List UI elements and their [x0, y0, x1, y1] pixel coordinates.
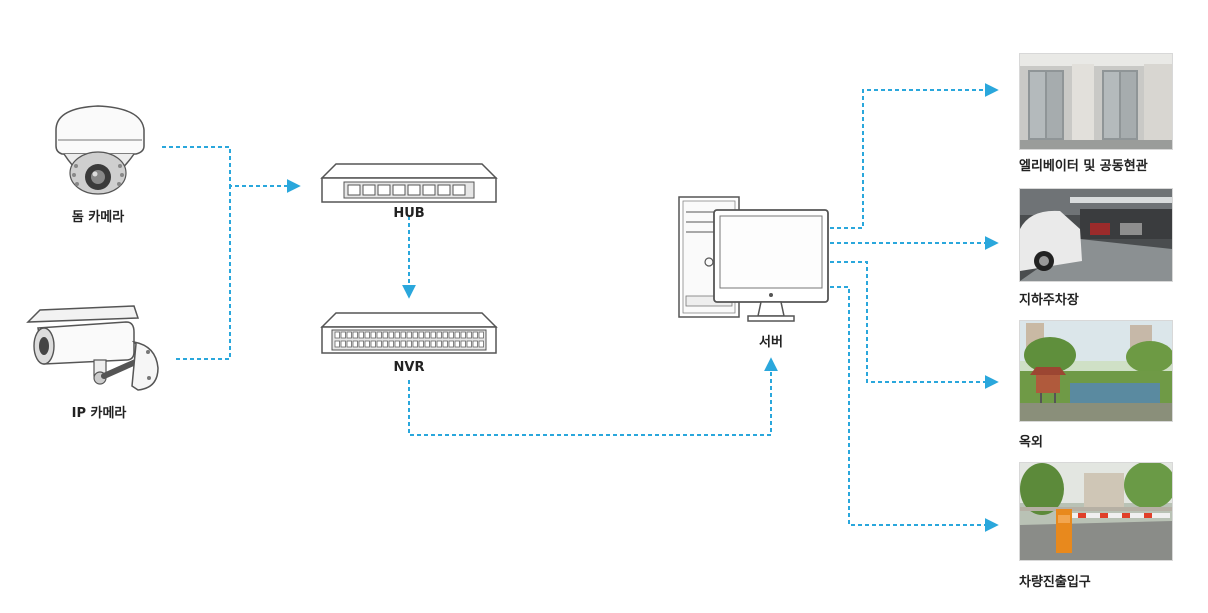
nvr-port — [400, 331, 406, 339]
nvr-port — [376, 331, 382, 339]
nvr-port — [454, 331, 460, 339]
server-to-gate-connector — [830, 286, 999, 532]
nvr-port — [436, 331, 442, 339]
nvr-port — [448, 331, 454, 339]
nvr-port — [412, 340, 418, 348]
nvr-port — [370, 340, 376, 348]
nvr-port — [364, 340, 370, 348]
nvr-port — [478, 331, 484, 339]
underground-parking-label: 지하주차장 — [1019, 293, 1079, 308]
nvr-port — [394, 340, 400, 348]
nvr-port — [418, 340, 424, 348]
nvr-port — [436, 340, 442, 348]
vehicle-gate-photo — [1019, 462, 1173, 561]
outdoor-garden-photo — [1019, 320, 1173, 422]
nvr-port — [334, 331, 340, 339]
dome-camera-icon — [55, 105, 145, 195]
nvr-port — [340, 340, 346, 348]
server-to-elevator-connector — [830, 83, 999, 229]
nvr-port — [358, 331, 364, 339]
nvr-port — [448, 340, 454, 348]
dome-camera-label: 돔 카메라 — [71, 210, 125, 225]
nvr-port — [364, 331, 370, 339]
nvr-port — [376, 340, 382, 348]
nvr-port — [460, 331, 466, 339]
outdoor-label: 옥외 — [1019, 435, 1043, 450]
nvr-port — [466, 340, 472, 348]
ipcam-to-hub-connector — [176, 186, 231, 360]
nvr-port — [382, 340, 388, 348]
elevator-lobby-photo — [1019, 53, 1173, 150]
server-label: 서버 — [759, 335, 783, 350]
underground-parking-photo — [1019, 188, 1173, 282]
vehicle-gate-label: 차량진출입구 — [1019, 575, 1091, 590]
desktop-computer-icon — [678, 196, 829, 322]
nvr-port — [400, 340, 406, 348]
nvr-label: NVR — [393, 360, 425, 375]
nvr-port — [454, 340, 460, 348]
nvr-port — [358, 340, 364, 348]
nvr-port — [352, 331, 358, 339]
nvr-port — [388, 340, 394, 348]
nvr-port — [472, 340, 478, 348]
nvr-to-server-connector — [408, 357, 778, 436]
nvr-port — [370, 331, 376, 339]
nvr-port — [346, 331, 352, 339]
nvr-port — [478, 340, 484, 348]
nvr-port — [430, 340, 436, 348]
hub-label: HUB — [393, 206, 425, 221]
nvr-port — [340, 331, 346, 339]
nvr-port — [424, 331, 430, 339]
nvr-port — [334, 340, 340, 348]
nvr-port — [430, 331, 436, 339]
nvr-port — [388, 331, 394, 339]
nvr-port — [394, 331, 400, 339]
ip-camera-label: IP 카메라 — [71, 406, 127, 421]
nvr-port — [460, 340, 466, 348]
nvr-port — [382, 331, 388, 339]
nvr-port — [346, 340, 352, 348]
nvr-port — [352, 340, 358, 348]
nvr-port — [418, 331, 424, 339]
nvr-port — [466, 331, 472, 339]
server-to-outdoor-connector — [830, 261, 999, 389]
nvr-port — [442, 331, 448, 339]
nvr-port — [424, 340, 430, 348]
nvr-port — [412, 331, 418, 339]
network-hub-icon — [320, 163, 498, 203]
dome-to-hub-connector — [162, 146, 301, 193]
nvr-port — [406, 340, 412, 348]
nvr-recorder-icon — [320, 312, 498, 354]
elevator-lobby-label: 엘리베이터 및 공동현관 — [1019, 159, 1148, 174]
nvr-port — [442, 340, 448, 348]
nvr-port — [406, 331, 412, 339]
bullet-camera-icon — [26, 305, 159, 391]
nvr-port — [472, 331, 478, 339]
